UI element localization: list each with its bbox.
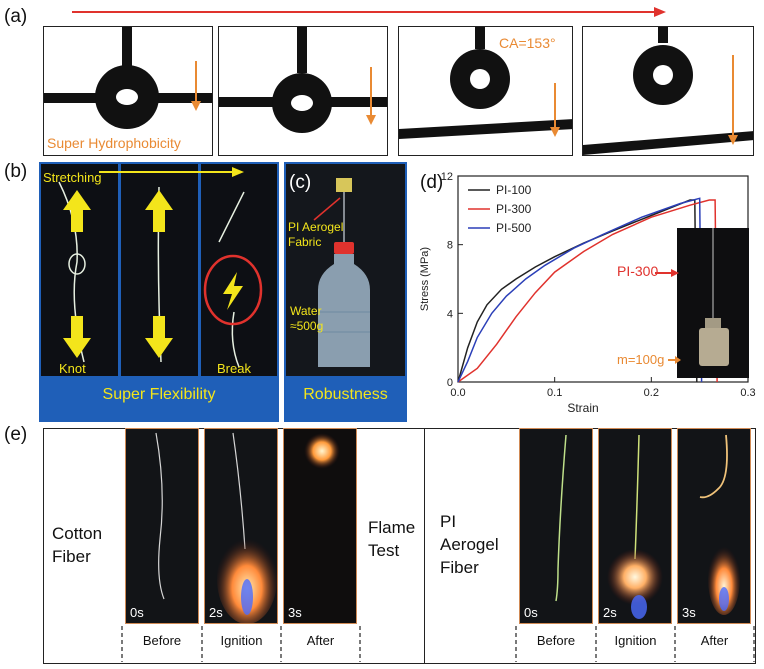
legend-label-pi-300: PI-300 xyxy=(496,202,532,216)
cotton-stage-after: After xyxy=(306,633,335,648)
cotton-ignition-photo: 2s xyxy=(204,428,278,624)
droplet-frame-4 xyxy=(582,26,754,156)
droplet-image-3 xyxy=(399,27,572,139)
x-tick-label: 0.1 xyxy=(547,387,562,399)
water-label: Water ≈500g xyxy=(290,304,323,334)
water-label-line2: ≈500g xyxy=(290,319,324,333)
pi-before-photo: 0s xyxy=(519,428,593,624)
panel-label-e: (e) xyxy=(4,424,28,445)
droplet-image-4 xyxy=(583,27,753,155)
pi-after-photo: 3s xyxy=(677,428,751,624)
flame-label-line1: Flame xyxy=(368,518,416,537)
pi-aerogel-fabric-label: PI Aerogel Fabric xyxy=(288,220,343,250)
inset-sample-label: PI-300 xyxy=(617,263,659,279)
fabric-label-line2: Fabric xyxy=(288,235,322,249)
droplet-image-1 xyxy=(44,27,212,129)
cotton-label-line1: Cotton xyxy=(52,524,103,543)
inset-red-arrow xyxy=(655,269,679,277)
pi-stage-before: Before xyxy=(536,633,576,648)
droplet-frame-3: CA=153° xyxy=(398,26,573,156)
cotton-after-photo: 3s xyxy=(283,428,357,624)
panel-label-a: (a) xyxy=(4,6,28,27)
x-tick-label: 0.0 xyxy=(450,387,465,399)
series-line-pi-500 xyxy=(457,197,703,383)
cotton-before-fiber xyxy=(155,432,165,600)
pi-time-3: 3s xyxy=(682,605,696,620)
panel-label-c: (c) xyxy=(289,172,312,193)
droplet-frame-2 xyxy=(218,26,388,156)
robustness-photo: (c) PI Aerogel Fabric Water ≈500g Robust… xyxy=(284,162,407,422)
x-axis-label: Strain xyxy=(567,401,598,415)
stretching-label: Stretching xyxy=(43,170,102,185)
cotton-time-3: 3s xyxy=(288,605,302,620)
panel-label-d: (d) xyxy=(420,172,444,193)
pi-label-line1: PI xyxy=(440,512,457,531)
pi-aerogel-fiber-label: PI Aerogel Fiber xyxy=(440,510,499,579)
cotton-time-0: 0s xyxy=(130,605,144,620)
inset-weight-photo xyxy=(677,228,749,378)
super-flexibility-caption: Super Flexibility xyxy=(102,386,216,403)
x-tick-label: 0.3 xyxy=(740,387,755,399)
pi-ignition-photo: 2s xyxy=(598,428,672,624)
stage-separators xyxy=(121,626,755,662)
robustness-caption: Robustness xyxy=(303,386,388,403)
droplet-frame-1: Super Hydrophobicity xyxy=(43,26,213,156)
droplet-image-2 xyxy=(219,27,387,133)
pi-stage-ignition: Ignition xyxy=(614,633,657,648)
bottle-drawing xyxy=(313,178,370,367)
pi-before-fiber xyxy=(555,434,567,602)
cotton-fiber-label: Cotton Fiber xyxy=(52,522,102,568)
weight-drawing xyxy=(699,228,729,366)
water-label-line1: Water xyxy=(290,304,322,318)
pi-label-line2: Aerogel xyxy=(440,535,499,554)
y-tick-label: 8 xyxy=(447,240,453,252)
x-tick-label: 0.2 xyxy=(644,387,659,399)
panel-label-b: (b) xyxy=(4,161,28,182)
break-photo xyxy=(201,164,277,376)
inset-mass-label: m=100g xyxy=(617,352,665,367)
break-label: Break xyxy=(217,361,251,376)
direction-arrow xyxy=(72,7,666,17)
inset-orange-arrow xyxy=(668,356,681,364)
cotton-stage-before: Before xyxy=(142,633,182,648)
knot-label: Knot xyxy=(59,361,86,376)
contact-angle-label: CA=153° xyxy=(499,35,556,51)
cotton-after-flame xyxy=(304,433,340,469)
fabric-label-line1: PI Aerogel xyxy=(288,220,344,234)
pi-after-flame xyxy=(699,434,740,615)
flexibility-drawing xyxy=(58,167,263,368)
cotton-before-photo: 0s xyxy=(125,428,199,624)
cotton-time-2: 2s xyxy=(209,605,223,620)
super-hydrophobicity-label: Super Hydrophobicity xyxy=(47,135,181,151)
pi-time-0: 0s xyxy=(524,605,538,620)
pi-stage-after: After xyxy=(700,633,729,648)
series-line-pi-300 xyxy=(457,199,718,383)
pi-ignition-flame xyxy=(607,434,663,619)
y-axis-label: Stress (MPa) xyxy=(419,247,431,311)
pi-time-2: 2s xyxy=(603,605,617,620)
flexibility-photo: Stretching Knot Break Super Flexibility xyxy=(39,162,279,422)
legend-label-pi-100: PI-100 xyxy=(496,183,532,197)
flame-label-line2: Test xyxy=(368,541,400,560)
cotton-label-line2: Fiber xyxy=(52,547,91,566)
cotton-ignition-flame xyxy=(217,432,277,623)
y-tick-label: 0 xyxy=(447,377,453,389)
legend-label-pi-500: PI-500 xyxy=(496,221,532,235)
cotton-stage-ignition: Ignition xyxy=(220,633,263,648)
flame-test-divider xyxy=(424,428,426,664)
pi-label-line3: Fiber xyxy=(440,558,479,577)
y-tick-label: 4 xyxy=(447,308,453,320)
flame-test-label: Flame Test xyxy=(368,516,415,562)
y-tick-label: 12 xyxy=(441,171,453,183)
